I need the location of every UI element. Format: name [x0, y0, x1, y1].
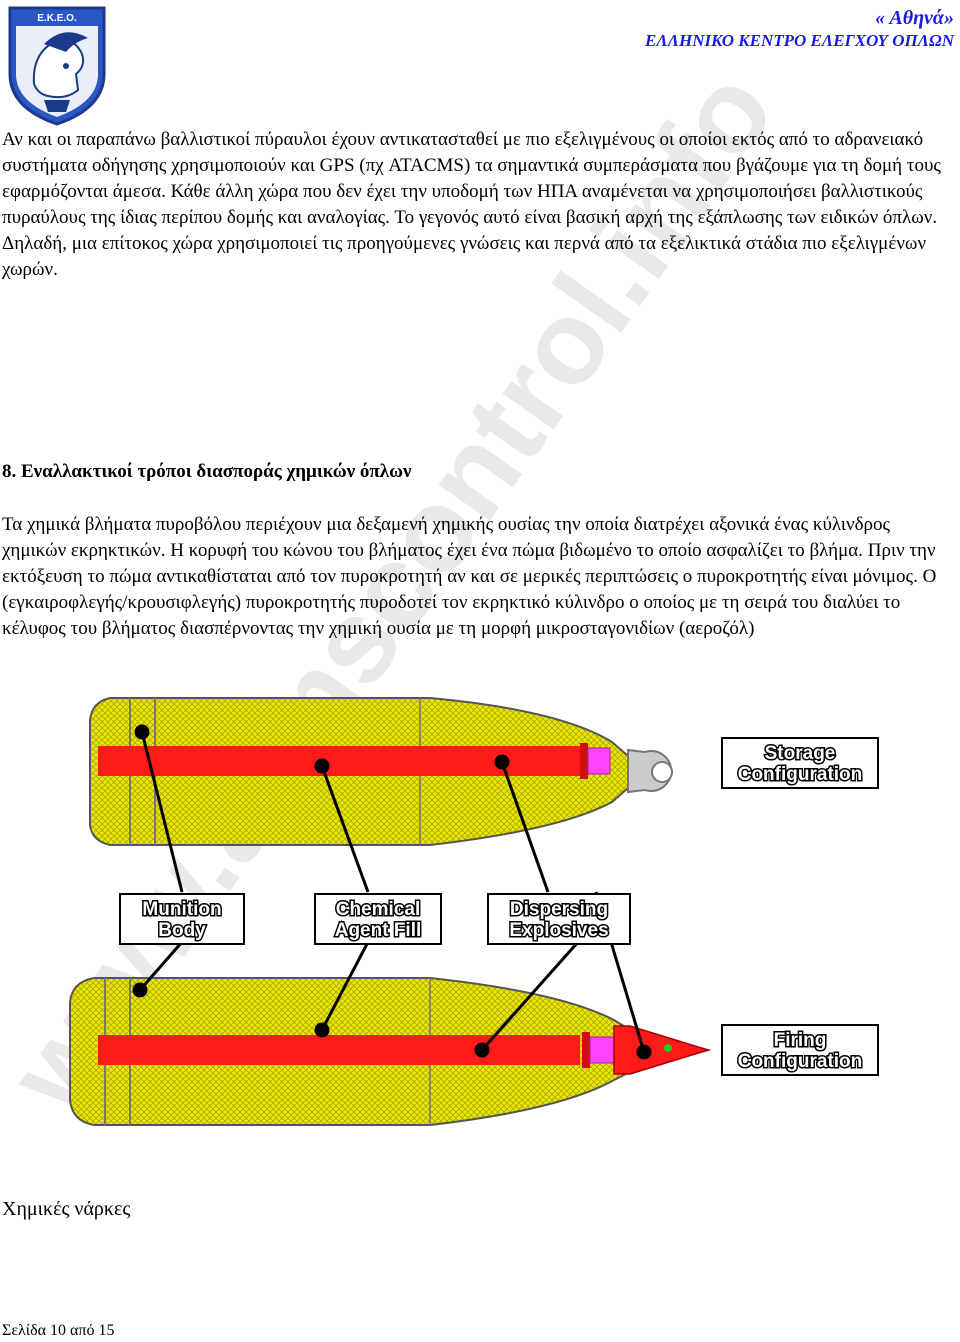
- svg-text:Storage: Storage: [765, 743, 836, 764]
- section-heading: 8. Εναλλακτικοί τρόποι διασποράς χημικών…: [2, 461, 412, 482]
- leader-lines: [132, 724, 652, 1060]
- fuze: [613, 1025, 711, 1075]
- page-number-footer: Σελίδα 10 από 15: [2, 1322, 115, 1339]
- label-firing: Firing Configuration: [721, 1024, 879, 1076]
- fuze-dot: [664, 1044, 672, 1052]
- svg-text:Explosives: Explosives: [509, 920, 608, 941]
- explosive-burster-bottom: [98, 1035, 580, 1065]
- eke-logo: E.K.E.O.: [8, 6, 106, 126]
- svg-text:Dispersing: Dispersing: [510, 899, 608, 920]
- header-subtitle: ΕΛΛΗΝΙΚΟ ΚΕΝΤΡΟ ΕΛΕΓΧΟΥ ΟΠΛΩΝ: [645, 31, 954, 50]
- header-title: « Αθηνά»: [875, 7, 954, 29]
- logo-text: E.K.E.O.: [37, 13, 77, 24]
- svg-text:Body: Body: [158, 920, 206, 941]
- plug-bottom: [589, 1036, 615, 1064]
- label-dispersing-explosives: Dispersing Explosives: [487, 893, 631, 945]
- storage-shell: [89, 697, 673, 846]
- svg-text:Agent Fill: Agent Fill: [335, 920, 422, 941]
- paragraph-ballistic-missiles: Αν και οι παραπάνω βαλλιστικοί πύραυλοι …: [2, 129, 941, 280]
- firing-shell: [69, 977, 712, 1126]
- plug-top: [587, 747, 611, 775]
- paragraph-chemical-shells: Τα χημικά βλήματα πυροβόλου περιέχουν μι…: [2, 514, 937, 639]
- figure-caption: Χημικές νάρκες: [2, 1198, 131, 1220]
- header: « Αθηνά» ΕΛΛΗΝΙΚΟ ΚΕΝΤΡΟ ΕΛΕΓΧΟΥ ΟΠΛΩΝ: [645, 6, 954, 52]
- label-munition-body: Munition Body: [119, 893, 245, 945]
- svg-text:Chemical: Chemical: [336, 899, 420, 920]
- svg-text:Configuration: Configuration: [738, 1051, 863, 1072]
- svg-text:Firing: Firing: [774, 1030, 827, 1051]
- label-storage: Storage Configuration: [721, 737, 879, 789]
- chemical-munition-diagram: Storage Configuration Munition Body Chem…: [69, 697, 879, 1126]
- svg-text:Configuration: Configuration: [738, 764, 863, 785]
- label-chemical-agent-fill: Chemical Agent Fill: [314, 893, 442, 945]
- svg-text:Munition: Munition: [142, 899, 221, 920]
